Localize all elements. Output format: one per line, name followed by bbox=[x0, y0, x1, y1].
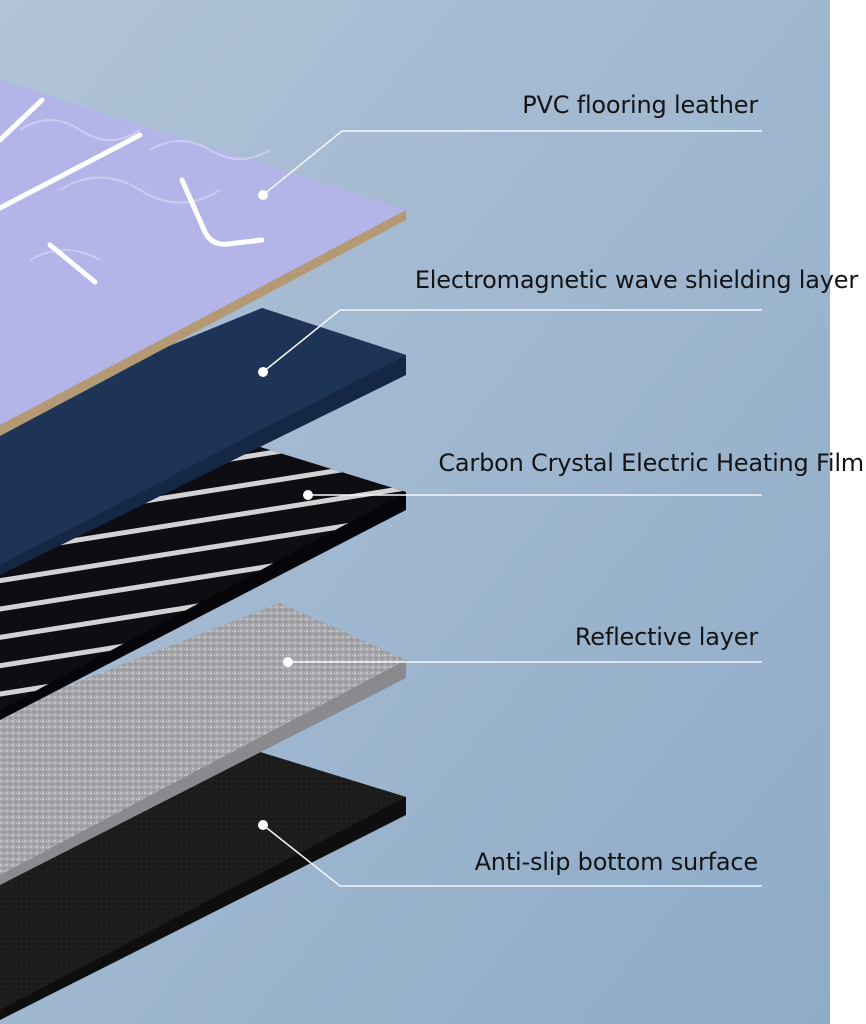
label-carbon-heating-film: Carbon Crystal Electric Heating Film bbox=[438, 449, 864, 477]
label-pvc-flooring-leather: PVC flooring leather bbox=[522, 91, 758, 119]
reflective-layer bbox=[0, 603, 406, 885]
leader-line-reflective bbox=[283, 657, 762, 667]
shielding-layer bbox=[0, 308, 406, 575]
label-anti-slip-bottom: Anti-slip bottom surface bbox=[474, 848, 759, 876]
right-margin bbox=[830, 0, 866, 1024]
leader-line-bottom bbox=[258, 820, 762, 887]
label-electromagnetic-shielding: Electromagnetic wave shielding layer bbox=[414, 266, 858, 294]
leader-line-pvc bbox=[258, 130, 762, 200]
anti-slip-bottom-layer bbox=[0, 752, 406, 1020]
pvc-layer bbox=[0, 80, 406, 436]
leader-line-shield bbox=[258, 309, 762, 377]
leader-line-heating bbox=[303, 490, 762, 500]
label-reflective-layer: Reflective layer bbox=[574, 623, 758, 651]
